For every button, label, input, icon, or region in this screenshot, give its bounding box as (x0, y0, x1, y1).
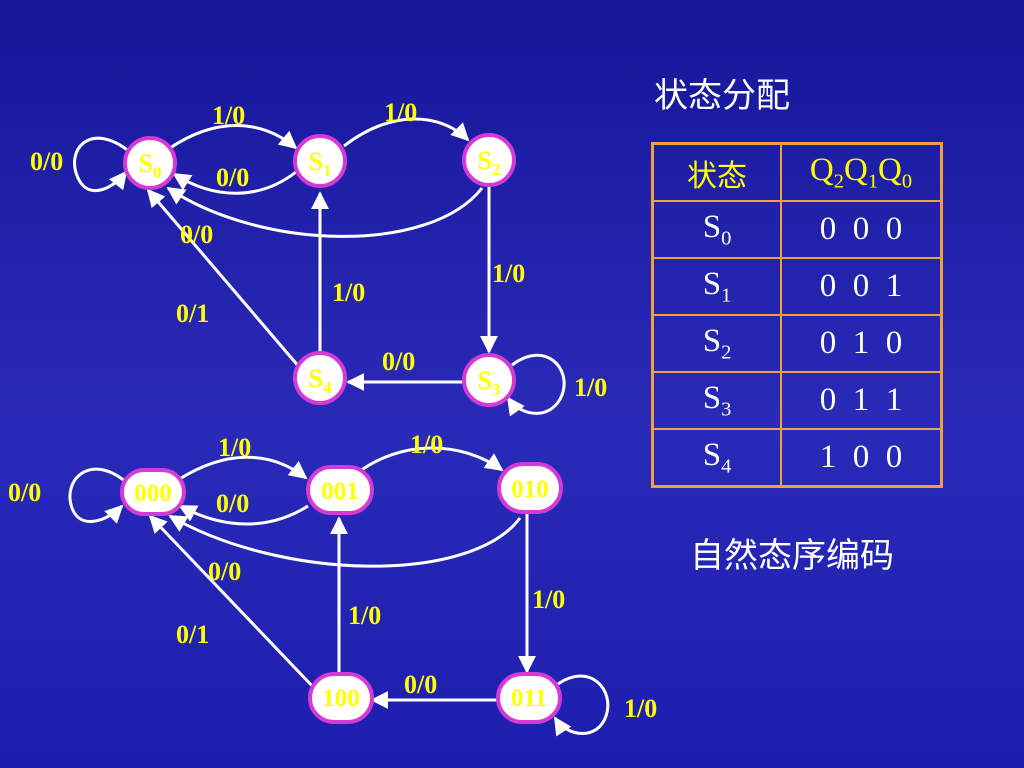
svg-text:S0: S0 (139, 149, 162, 182)
row-state: S2 (651, 314, 782, 373)
svg-text:S1: S1 (309, 147, 332, 180)
state-node-001: 001 (306, 465, 374, 515)
edge-s0-s1 (169, 124, 298, 150)
table-row: S0 0 0 0 (651, 200, 943, 259)
state-sub: 1 (323, 161, 332, 180)
state-label: S (309, 147, 323, 176)
edge-label-s1-s0: 0/0 (216, 163, 249, 192)
edge-label-s2-s0: 0/0 (180, 220, 213, 249)
table-row: S2 0 1 0 (651, 314, 943, 373)
edge-011-self (553, 674, 610, 737)
edge-label-s3-self: 1/0 (574, 373, 607, 402)
edge-label-s2-s3: 1/0 (492, 259, 525, 288)
edge-label-s4-s1: 1/0 (332, 278, 365, 307)
state-node-100: 100 (308, 672, 374, 724)
state-label: 000 (134, 480, 172, 507)
row-state: S0 (651, 200, 782, 259)
edge-label-s1-s2: 1/0 (384, 98, 417, 127)
state-sub: 2 (492, 160, 501, 179)
state-label: S (478, 146, 492, 175)
edge-label-100-001: 1/0 (348, 601, 381, 630)
edge-label-100-000: 0/1 (176, 620, 209, 649)
state-label: S (478, 366, 492, 395)
state-label: 010 (511, 476, 549, 503)
edge-label-001-000: 0/0 (216, 489, 249, 518)
state-label: 001 (321, 478, 359, 505)
edge-label-000-self: 0/0 (8, 478, 41, 507)
edge-s1-s2 (343, 117, 470, 148)
state-assignment-table: 状态 Q2Q1Q0 S0 0 0 0 S1 0 0 1 S2 0 1 0 S3 … (651, 142, 943, 488)
row-code: 1 0 0 (780, 428, 943, 488)
state-label: 100 (322, 685, 360, 712)
edge-label-001-010: 1/0 (410, 430, 443, 459)
state-node-s0: S0 (123, 136, 177, 190)
section-title: 状态分配 (654, 76, 790, 116)
encoding-caption: 自然态序编码 (690, 536, 894, 576)
edge-010-000 (168, 514, 522, 568)
row-code: 0 1 1 (780, 371, 943, 430)
header-state: 状态 (651, 142, 782, 202)
edge-001-000 (178, 504, 309, 526)
svg-text:S4: S4 (309, 364, 332, 397)
state-node-011: 011 (496, 672, 562, 724)
edge-s0-self (73, 136, 131, 192)
row-state: S1 (651, 257, 782, 316)
state-label: S (139, 149, 153, 178)
state-node-s4: S4 (293, 351, 347, 405)
row-state: S4 (651, 428, 782, 488)
edge-s1-s0 (172, 170, 297, 195)
edge-label-s0-s1: 1/0 (212, 101, 245, 130)
edge-label-s0-self: 0/0 (30, 147, 63, 176)
state-sub: 0 (153, 163, 162, 182)
edge-label-011-self: 1/0 (624, 694, 657, 723)
edge-001-010 (355, 446, 504, 476)
state-label: S (309, 364, 323, 393)
table-row: S4 1 0 0 (651, 428, 943, 488)
state-node-010: 010 (497, 462, 563, 514)
svg-text:S2: S2 (478, 146, 501, 179)
edge-label-010-000: 0/0 (208, 557, 241, 586)
edge-000-self (68, 467, 127, 524)
bottom-state-diagram: 000 001 010 011 100 0/0 1/0 0/0 1/0 0/0 … (8, 430, 657, 737)
edge-label-s4-s0: 0/1 (176, 299, 209, 328)
table-row: S3 0 1 1 (651, 371, 943, 430)
edge-s4-s0 (146, 188, 302, 369)
edge-s2-s0 (166, 186, 484, 238)
edge-label-s3-s4: 0/0 (382, 347, 415, 376)
row-state: S3 (651, 371, 782, 430)
edge-100-000 (148, 514, 318, 692)
state-node-s2: S2 (462, 133, 516, 187)
state-node-s1: S1 (293, 134, 347, 188)
state-node-s3: S3 (462, 353, 516, 407)
state-label: 011 (511, 685, 547, 712)
row-code: 0 1 0 (780, 314, 943, 373)
row-code: 0 0 1 (780, 257, 943, 316)
svg-text:S3: S3 (478, 366, 501, 399)
edge-label-011-100: 0/0 (404, 670, 437, 699)
edge-label-000-001: 1/0 (218, 433, 251, 462)
state-sub: 3 (492, 380, 501, 399)
table-row: S1 0 0 1 (651, 257, 943, 316)
edge-000-001 (177, 455, 308, 482)
table-header-row: 状态 Q2Q1Q0 (651, 142, 943, 202)
edge-s3-self (506, 353, 566, 417)
header-code: Q2Q1Q0 (780, 142, 943, 202)
state-node-000: 000 (120, 468, 186, 516)
edge-label-010-011: 1/0 (532, 585, 565, 614)
top-state-diagram: S0 S1 S2 S3 S4 0/0 1/0 0/0 1/0 0/0 1/0 1… (30, 98, 607, 417)
row-code: 0 0 0 (780, 200, 943, 259)
state-sub: 4 (323, 378, 332, 397)
